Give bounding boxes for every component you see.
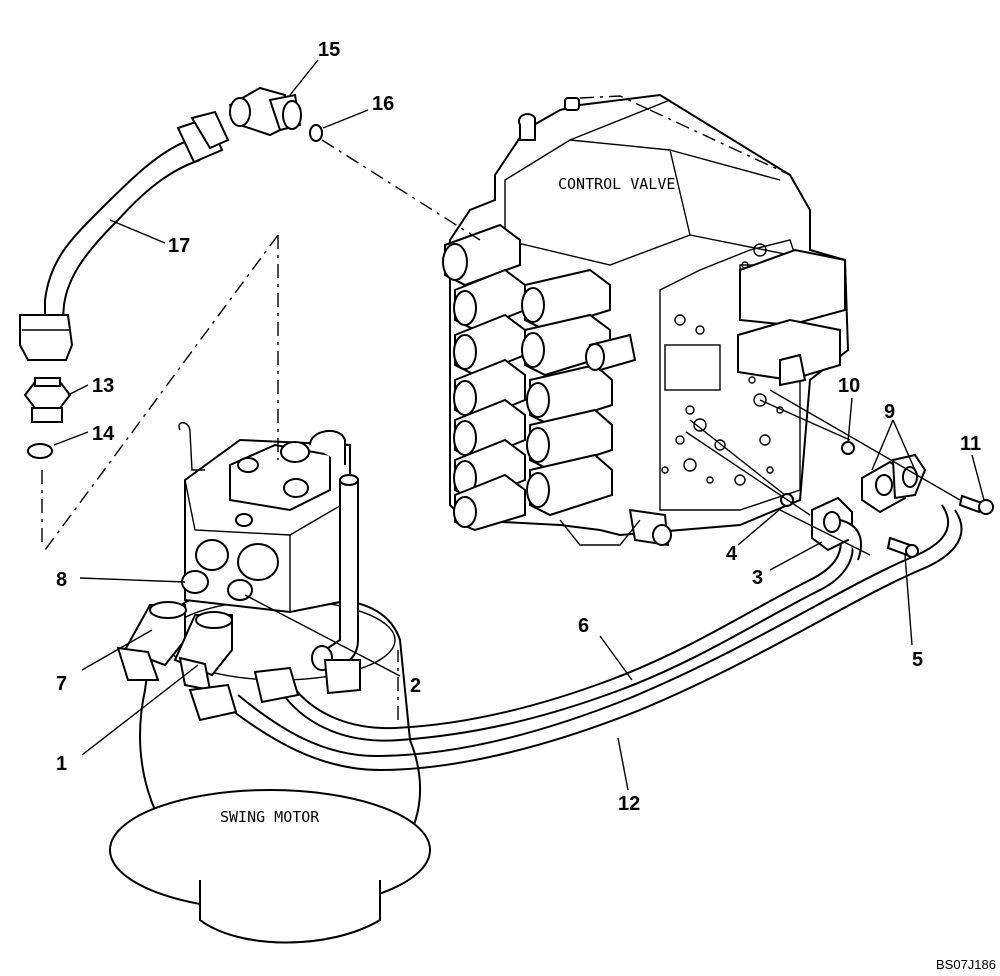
spools-right: [521, 268, 637, 517]
callout-6: 6: [578, 615, 589, 637]
valve-plate: [659, 239, 801, 511]
o-ring-10: [841, 441, 855, 455]
callout-8: 8: [56, 569, 67, 591]
callout-11: 11: [960, 433, 981, 455]
callout-12: 12: [618, 793, 640, 815]
flange-3: [811, 496, 862, 561]
hose-12: [224, 504, 963, 772]
hose-6: [279, 527, 854, 742]
callout-2: 2: [410, 675, 421, 697]
elbow-15: [228, 86, 302, 137]
spools-left: [442, 223, 526, 532]
callout-10: 10: [838, 375, 860, 397]
control-valve: [442, 93, 850, 547]
control-valve-label: CONTROL VALVE: [558, 175, 675, 193]
callout-7: 7: [56, 673, 67, 695]
connector-lines: [41, 95, 961, 720]
hose-end-fittings: [188, 659, 361, 722]
callout-14: 14: [92, 423, 115, 445]
callout-1: 1: [56, 753, 67, 775]
fitting-13: [23, 377, 72, 423]
fitting-1: [173, 611, 233, 692]
o-ring-14: [27, 443, 53, 459]
motor-valve-block: [178, 422, 351, 614]
callout-9: 9: [884, 401, 895, 423]
swing-motor-label: SWING MOTOR: [220, 808, 320, 826]
callout-13: 13: [92, 375, 114, 397]
bolt-11: [958, 494, 994, 515]
drawing-code: BS07J186: [936, 957, 996, 972]
callout-16: 16: [372, 93, 394, 115]
o-ring-16: [309, 124, 323, 142]
bolt-5: [886, 536, 919, 558]
callout-17: 17: [168, 235, 190, 257]
callout-4: 4: [726, 543, 738, 565]
callout-15: 15: [318, 39, 340, 61]
callout-3: 3: [752, 567, 763, 589]
hose-17: [19, 110, 230, 361]
callout-5: 5: [912, 649, 923, 671]
flange-9: [861, 453, 927, 514]
leader-lines: [53, 59, 985, 791]
